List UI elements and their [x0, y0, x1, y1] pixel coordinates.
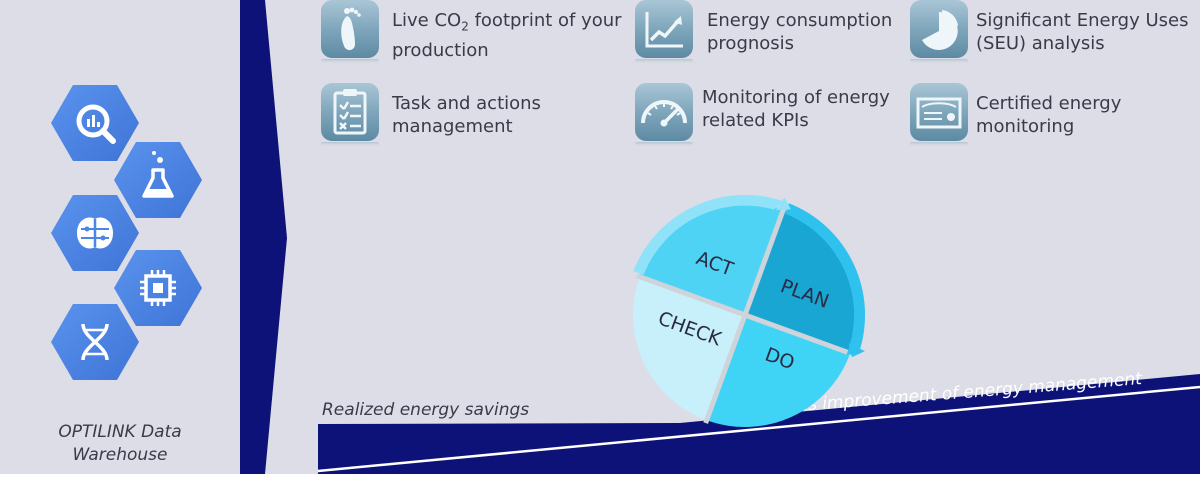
- certificate-icon: [910, 83, 968, 147]
- divider-chevron: [240, 0, 287, 474]
- trend-chart-icon: [635, 0, 693, 64]
- lab-flask-icon: [114, 142, 202, 218]
- footprint-icon: [321, 0, 379, 64]
- co2-line2: production: [392, 39, 489, 61]
- data-warehouse-icons: [51, 85, 202, 380]
- pdca-act-segment: [639, 203, 784, 315]
- analytics-search-icon: [51, 85, 139, 161]
- pdca-check-segment: [633, 276, 745, 421]
- feature-co2-footprint: Live CO2 footprint of your production: [392, 9, 622, 62]
- pie-chart-icon: [910, 0, 968, 64]
- co2-subscript: 2: [461, 19, 469, 34]
- pdca-check-arrow: [633, 194, 784, 275]
- pdca-wheel: ACT PLAN CHECK DO: [633, 194, 866, 427]
- feature-energy-prognosis: Energy consumption prognosis: [707, 10, 893, 54]
- brain-icon: [51, 195, 139, 271]
- pdca-plan-arrow: [785, 203, 866, 356]
- feature-seu-analysis: Significant Energy Uses (SEU) analysis: [976, 10, 1189, 54]
- pdca-do-segment: [706, 315, 851, 427]
- feature-task-management: Task and actions management: [392, 93, 541, 137]
- data-warehouse-label: OPTILINK Data Warehouse: [58, 422, 182, 465]
- co2-prefix: Live CO: [392, 10, 462, 31]
- co2-suffix: footprint of your: [468, 10, 622, 31]
- gauge-icon: [635, 83, 693, 147]
- feature-kpi-monitoring: Monitoring of energy related KPIs: [702, 87, 890, 131]
- checklist-icon: [321, 83, 379, 147]
- pdca-plan-segment: [745, 209, 857, 354]
- realized-savings-label: Realized energy savings: [322, 400, 530, 420]
- dna-icon: [51, 304, 139, 380]
- feature-certified-monitoring: Certified energy monitoring: [976, 93, 1122, 137]
- chip-icon: [114, 250, 202, 326]
